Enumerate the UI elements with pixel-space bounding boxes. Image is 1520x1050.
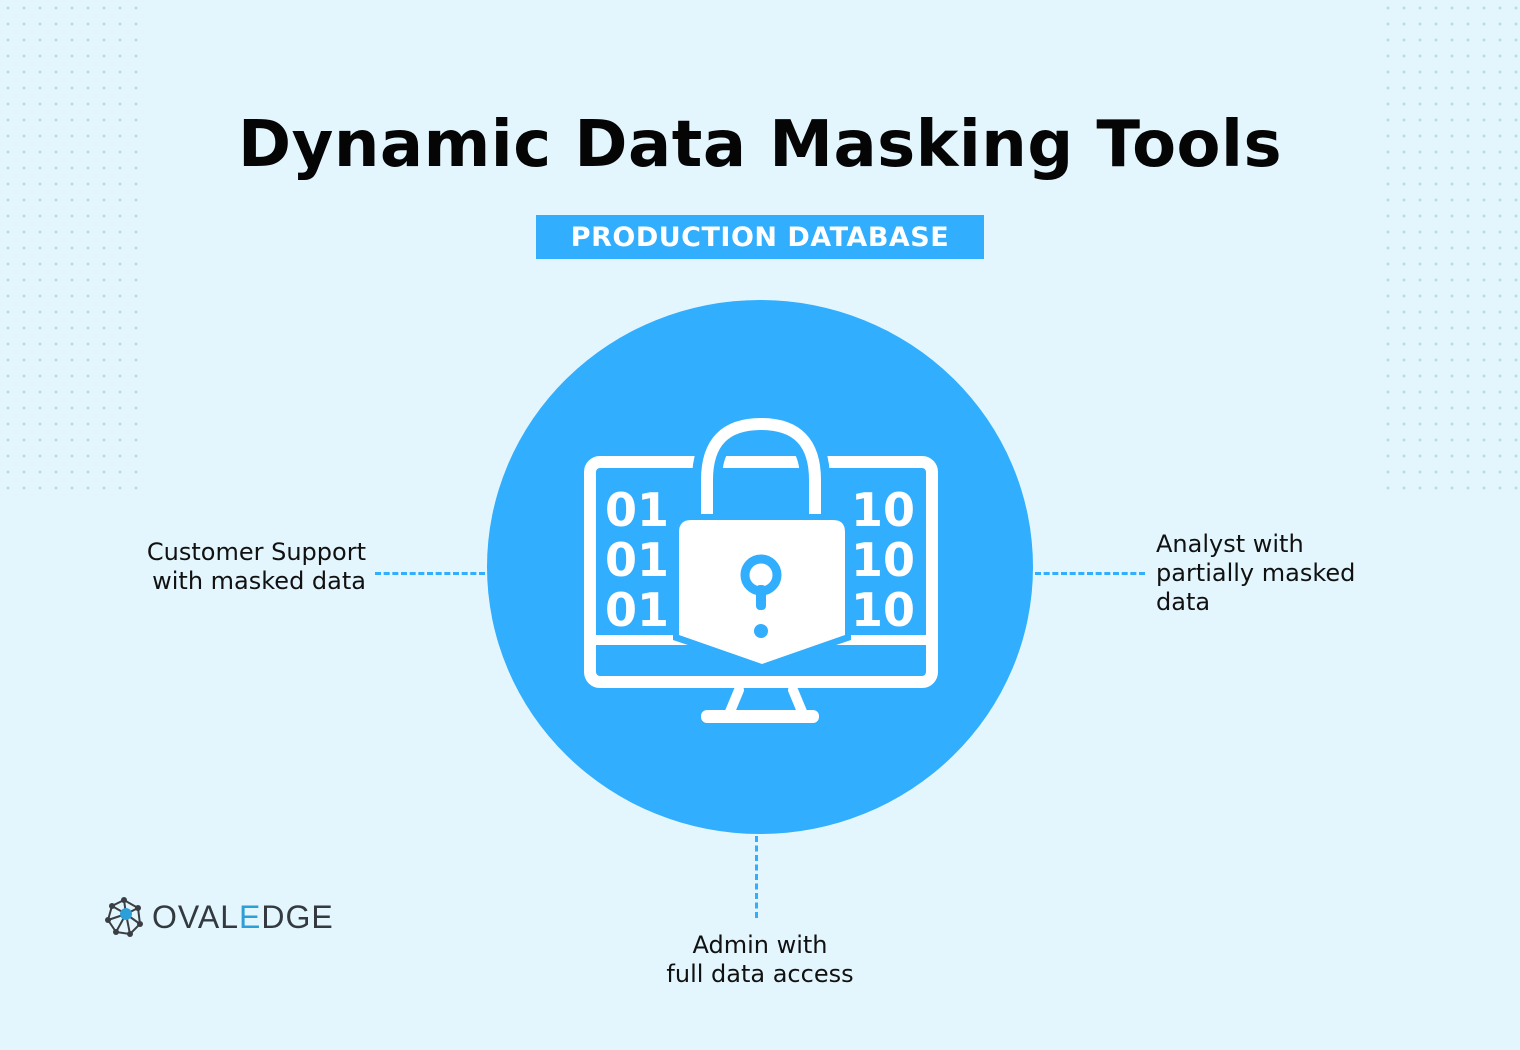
logo-text-e: E — [239, 898, 262, 935]
binary-left-2: 01 — [605, 533, 669, 587]
connector-left — [375, 572, 485, 575]
logo-text-dge: DGE — [261, 898, 334, 935]
page-title: Dynamic Data Masking Tools — [237, 108, 1283, 182]
label-customer-support: Customer Support with masked data — [146, 538, 366, 595]
label-analyst: Analyst with partially masked data — [1156, 530, 1356, 616]
network-logo-icon — [105, 897, 143, 937]
binary-right-1: 10 — [851, 483, 915, 537]
monitor-lock-icon: 01 01 01 10 10 10 — [584, 408, 938, 723]
connector-bottom — [755, 836, 758, 918]
decorative-dot-grid-left — [0, 0, 140, 500]
binary-left-1: 01 — [605, 483, 669, 537]
production-database-badge: PRODUCTION DATABASE — [536, 215, 984, 259]
label-admin: Admin with full data access — [666, 931, 854, 988]
binary-right-3: 10 — [851, 583, 915, 637]
binary-right-2: 10 — [851, 533, 915, 587]
binary-left-3: 01 — [605, 583, 669, 637]
ovaledge-logo: OVALEDGE — [104, 892, 334, 942]
decorative-dot-grid-right — [1380, 0, 1520, 500]
logo-text-oval: OVAL — [152, 898, 239, 935]
connector-right — [1035, 572, 1145, 575]
